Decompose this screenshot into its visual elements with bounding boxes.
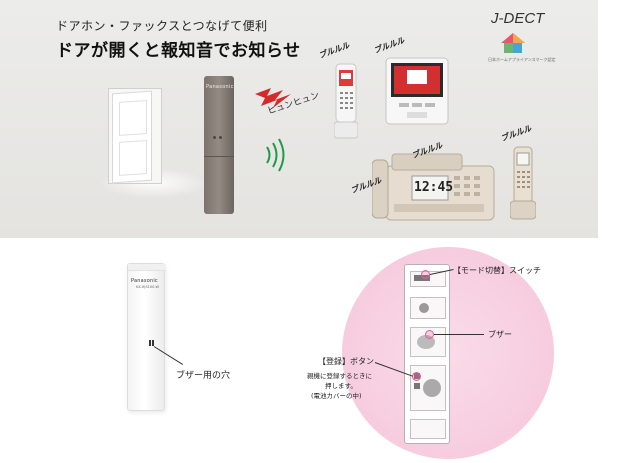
jdect-badge-caption: 日本ホームアプライアンスマーク認定 [488,57,556,62]
register-note-line2: 押します。 [325,382,357,390]
intercom-screen-text: ドア [415,71,426,77]
buzzer-hole-icon [149,340,154,346]
door-sensor-unit: Panasonic [204,76,234,214]
cordless-handset-right [510,146,536,220]
buzzer-marker [425,330,434,339]
jdect-house-logo-icon [501,33,525,53]
sound-effect-buru-1: ブルルル [317,40,351,61]
register-note-line1: 親機に登録するときに [307,372,372,380]
hero-illustration-panel: ドアホン・ファックスとつなげて便利 ドアが開くと報知音でお知らせ J-DECT … [0,0,598,238]
white-door-sensor: Panasonic KX-HJS100-W [127,263,166,411]
sound-effect-buru-4: ブルルル [499,123,533,144]
headline-title: ドアが開くと報知音でお知らせ [56,41,301,61]
register-button-marker [412,372,421,381]
sensor-internal-view [404,264,450,444]
sound-effect-buru-2: ブルルル [372,35,406,56]
register-button-label: 【登録】ボタン [318,357,374,366]
fax-clock-display: 12:45 [414,180,454,195]
register-note-line3: (電池カバーの中) [311,392,362,400]
mode-switch-marker [421,270,430,279]
sensor-brand-label: Panasonic [206,84,234,90]
jdect-badge-title: J-DECT [491,10,545,27]
fax-machine [372,153,495,221]
buzzer-hole-label: ブザー用の穴 [176,371,231,381]
signal-zap-icon [255,88,291,108]
headline-subtitle: ドアホン・ファックスとつなげて便利 [56,19,268,33]
mode-switch-label: 【モード切替】スイッチ [453,266,541,275]
white-sensor-brand-label: Panasonic [131,278,158,284]
open-door-illustration [98,88,208,198]
intercom-monitor [385,57,449,125]
wireless-waves-icon [266,138,285,172]
buzzer-callout-line [434,334,484,335]
cordless-handset-top [334,63,358,139]
buzzer-label: ブザー [488,330,512,339]
white-sensor-model-label: KX-HJS100-W [136,285,159,289]
